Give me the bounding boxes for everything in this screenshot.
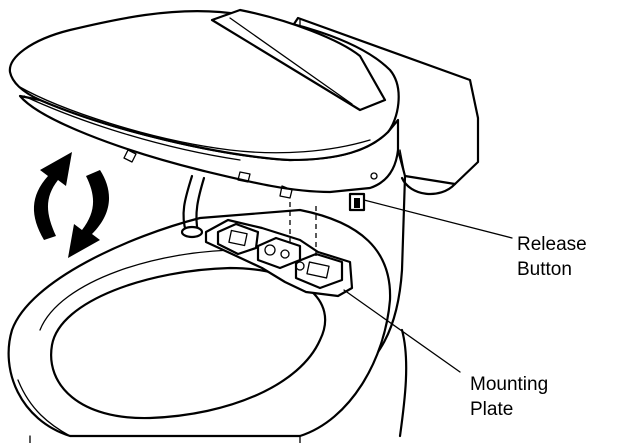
- release-button-label-line2: Button: [517, 259, 572, 280]
- release-button-label-line1: Release: [517, 234, 587, 255]
- mounting-plate-label-line2: Plate: [470, 399, 513, 420]
- curved-rotate-arrows-icon: [33, 152, 110, 258]
- release-button-leader: [363, 199, 513, 239]
- mounting-plate: [204, 218, 354, 298]
- seat-unit: [8, 8, 400, 256]
- toilet-bowl: [7, 174, 457, 444]
- mounting-plate-leader: [343, 289, 461, 373]
- mounting-plate-label-line1: Mounting: [470, 374, 548, 395]
- water-hose: [180, 174, 206, 239]
